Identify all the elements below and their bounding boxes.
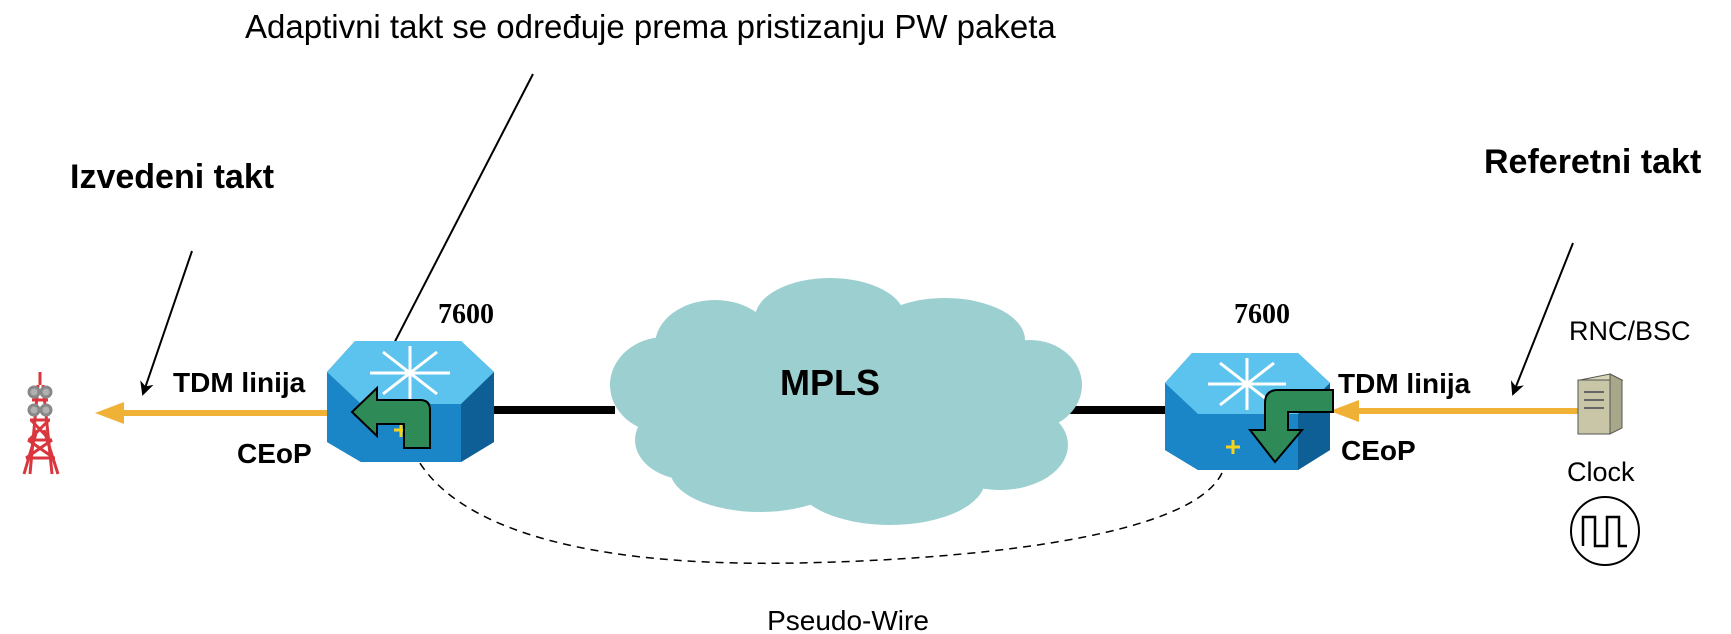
mpls-label: MPLS (780, 362, 880, 403)
clock-icon (1570, 496, 1640, 566)
pseudo-wire-label: Pseudo-Wire (767, 605, 929, 634)
reference-clock-pointer-arrow (1510, 242, 1574, 396)
left-tdm-arrowhead (95, 402, 124, 424)
left-tdm-label: TDM linija (173, 367, 306, 398)
left-router-model: 7600 (438, 299, 494, 330)
right-tdm-arrowhead (1330, 400, 1359, 422)
mpls-cloud (610, 278, 1082, 525)
left-turn-arrow-icon (350, 385, 431, 449)
caption-pointer-arrow (371, 73, 534, 388)
derived-clock-title: Izvedeni takt (70, 158, 274, 196)
reference-clock-title: Referetni takt (1484, 143, 1701, 181)
server-icon (1577, 373, 1624, 435)
rnc-bsc-label: RNC/BSC (1569, 316, 1691, 346)
left-ceop-label: CEoP (237, 438, 312, 469)
derived-clock-pointer-arrow (140, 250, 193, 396)
right-turn-arrow-icon (1247, 389, 1334, 464)
right-router-model: 7600 (1234, 299, 1290, 330)
right-ceop-label: CEoP (1341, 435, 1416, 466)
right-tdm-label: TDM linija (1338, 368, 1471, 399)
adaptive-clock-caption: Adaptivni takt se određuje prema pristiz… (245, 8, 1056, 45)
pseudo-wire-arc (409, 443, 1223, 565)
cell-tower-icon (22, 372, 60, 475)
clock-label: Clock (1567, 457, 1635, 487)
